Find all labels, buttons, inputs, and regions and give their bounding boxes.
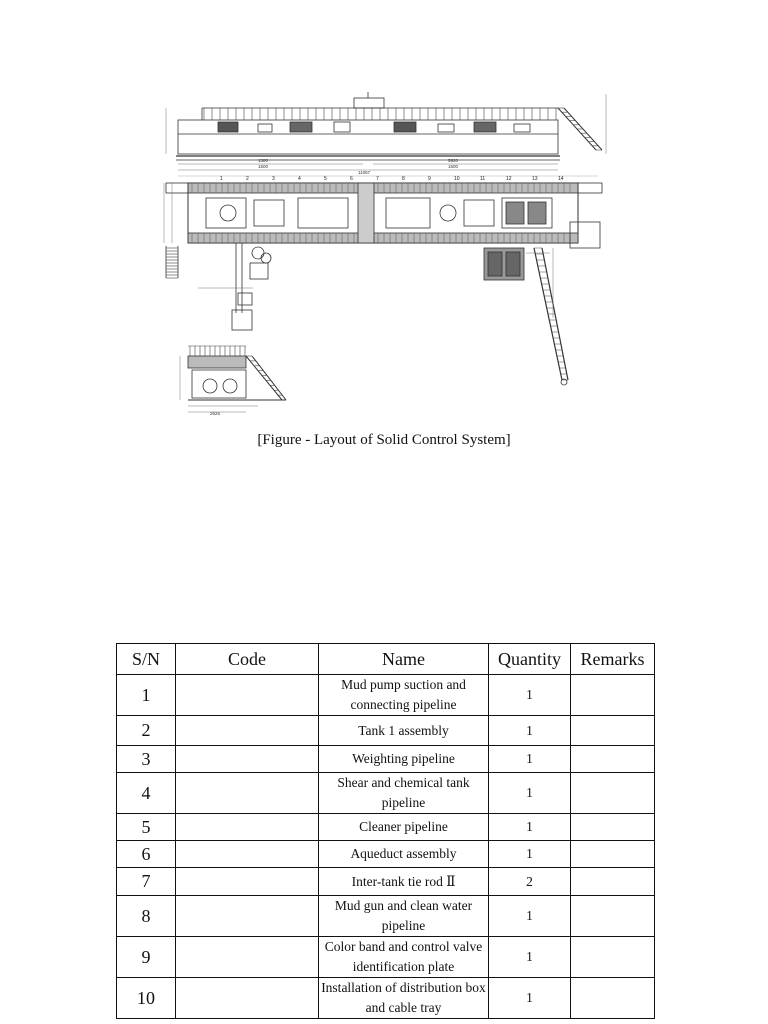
cell-remarks [570, 813, 655, 841]
cell-quantity: 1 [488, 895, 571, 937]
table-row: 5 Cleaner pipeline 1 [116, 813, 655, 841]
cell-code [175, 715, 319, 746]
cell-sn: 6 [116, 840, 176, 868]
cell-code [175, 674, 319, 716]
cell-code [175, 867, 319, 896]
cell-remarks [570, 674, 655, 716]
side-elevation-view [165, 92, 607, 171]
plan-number-label: 6 [350, 176, 353, 182]
cell-remarks [570, 977, 655, 1019]
plan-number-label: 14 [558, 176, 564, 182]
cell-quantity: 2 [488, 867, 571, 896]
cell-name: Weighting pipeline [318, 745, 489, 773]
dim-label: 2625 [210, 411, 221, 416]
cell-code [175, 840, 319, 868]
plan-number-label: 11 [480, 176, 485, 182]
cell-quantity: 1 [488, 745, 571, 773]
cell-sn: 10 [116, 977, 176, 1019]
cell-sn: 8 [116, 895, 176, 937]
cell-code [175, 745, 319, 773]
table-row: 10 Installation of distribution box and … [116, 977, 655, 1019]
plan-number-label: 7 [376, 176, 379, 182]
cell-name: Inter-tank tie rod Ⅱ [318, 867, 489, 896]
cell-quantity: 1 [488, 674, 571, 716]
cell-remarks [570, 840, 655, 868]
cell-sn: 3 [116, 745, 176, 773]
header-code: Code [175, 643, 319, 675]
cell-sn: 7 [116, 867, 176, 896]
cell-quantity: 1 [488, 715, 571, 746]
cell-name: Mud pump suction and connecting pipeline [318, 674, 489, 716]
cell-code [175, 936, 319, 978]
cell-remarks [570, 772, 655, 814]
cell-quantity: 1 [488, 936, 571, 978]
cell-code [175, 772, 319, 814]
plan-number-label: 1 [220, 176, 223, 182]
table-row: 9 Color band and control valve identific… [116, 936, 655, 978]
table-row: 3 Weighting pipeline 1 [116, 745, 655, 773]
table-row: 7 Inter-tank tie rod Ⅱ 2 [116, 867, 655, 896]
cell-quantity: 1 [488, 977, 571, 1019]
cell-remarks [570, 745, 655, 773]
header-sn: S/N [116, 643, 176, 675]
cell-remarks [570, 715, 655, 746]
cell-name: Installation of distribution box and cab… [318, 977, 489, 1019]
dim-label: 11067 [358, 170, 371, 175]
plan-number-label: 5 [324, 176, 327, 182]
plan-number-label: 2 [246, 176, 249, 182]
plan-number-label: 4 [298, 176, 301, 182]
table-header-row: S/N Code Name Quantity Remarks [116, 643, 655, 675]
header-quantity: Quantity [488, 643, 571, 675]
plan-number-label: 3 [272, 176, 275, 182]
table-row: 4 Shear and chemical tank pipeline 1 [116, 772, 655, 814]
cell-name: Cleaner pipeline [318, 813, 489, 841]
dim-label: 1500 [448, 164, 459, 169]
cell-name: Shear and chemical tank pipeline [318, 772, 489, 814]
cell-sn: 2 [116, 715, 176, 746]
cell-sn: 4 [116, 772, 176, 814]
cell-sn: 5 [116, 813, 176, 841]
end-view [179, 345, 287, 413]
header-remarks: Remarks [570, 643, 655, 675]
parts-table: S/N Code Name Quantity Remarks 1 Mud pum… [116, 643, 655, 1019]
table-row: 1 Mud pump suction and connecting pipeli… [116, 674, 655, 716]
table-row: 2 Tank 1 assembly 1 [116, 715, 655, 746]
cell-code [175, 977, 319, 1019]
cell-code [175, 813, 319, 841]
cell-remarks [570, 895, 655, 937]
plan-number-label: 8 [402, 176, 405, 182]
cell-name: Tank 1 assembly [318, 715, 489, 746]
plan-number-label: 9 [428, 176, 431, 182]
dim-label: 5920 [448, 158, 459, 163]
cell-quantity: 1 [488, 772, 571, 814]
cell-remarks [570, 867, 655, 896]
cell-name: Color band and control valve identificat… [318, 936, 489, 978]
plan-number-label: 12 [506, 176, 512, 182]
plan-view [163, 182, 603, 386]
cell-sn: 9 [116, 936, 176, 978]
cell-sn: 1 [116, 674, 176, 716]
plan-number-label: 13 [532, 176, 538, 182]
plan-number-label: 10 [454, 176, 460, 182]
dim-label: 1500 [258, 164, 269, 169]
cell-name: Aqueduct assembly [318, 840, 489, 868]
header-name: Name [318, 643, 489, 675]
cell-quantity: 1 [488, 813, 571, 841]
cell-code [175, 895, 319, 937]
cell-quantity: 1 [488, 840, 571, 868]
cell-remarks [570, 936, 655, 978]
dim-label: 1380 [258, 158, 269, 163]
table-row: 6 Aqueduct assembly 1 [116, 840, 655, 868]
cell-name: Mud gun and clean water pipeline [318, 895, 489, 937]
figure-caption: [Figure - Layout of Solid Control System… [257, 432, 511, 448]
table-row: 8 Mud gun and clean water pipeline 1 [116, 895, 655, 937]
